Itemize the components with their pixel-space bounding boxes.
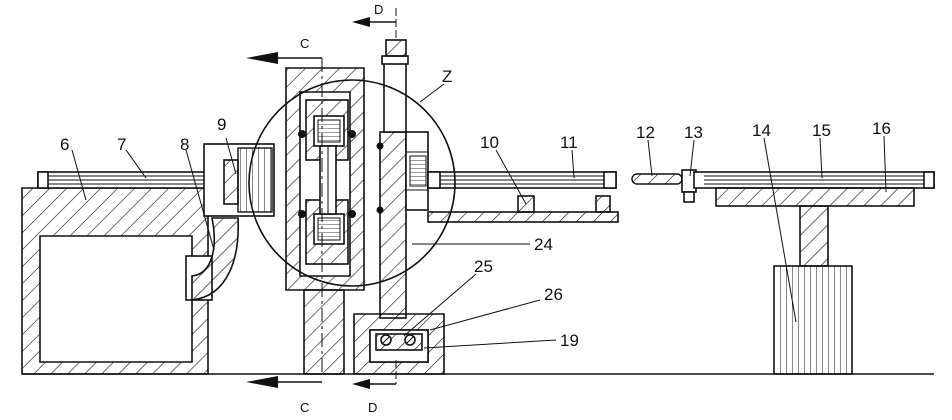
label-10: 10 <box>480 133 499 152</box>
label-14: 14 <box>752 121 771 140</box>
label-7: 7 <box>117 135 126 154</box>
middle-rail <box>428 172 618 222</box>
label-9: 9 <box>217 115 226 134</box>
label-25: 25 <box>474 257 493 276</box>
motor-block <box>204 144 274 216</box>
section-d-top: D <box>374 2 383 17</box>
motor-14 <box>774 266 852 374</box>
right-table <box>694 172 934 266</box>
label-15: 15 <box>812 121 831 140</box>
label-8: 8 <box>180 135 189 154</box>
gripper-finger <box>632 170 696 202</box>
section-c-bottom: C <box>300 400 309 415</box>
base-block <box>354 314 444 374</box>
label-26: 26 <box>544 285 563 304</box>
label-24: 24 <box>534 235 553 254</box>
label-12: 12 <box>636 123 655 142</box>
lower-column-c <box>304 290 344 374</box>
right-column <box>377 40 429 318</box>
section-d-bottom: D <box>368 400 377 415</box>
label-13: 13 <box>684 123 703 142</box>
label-16: 16 <box>872 119 891 138</box>
label-19: 19 <box>560 331 579 350</box>
label-z: Z <box>442 67 452 86</box>
left-rail <box>38 172 218 188</box>
section-c-top: C <box>300 36 309 51</box>
label-6: 6 <box>60 135 69 154</box>
rotating-body <box>286 68 364 290</box>
label-11: 11 <box>560 133 578 152</box>
left-frame <box>22 188 212 374</box>
